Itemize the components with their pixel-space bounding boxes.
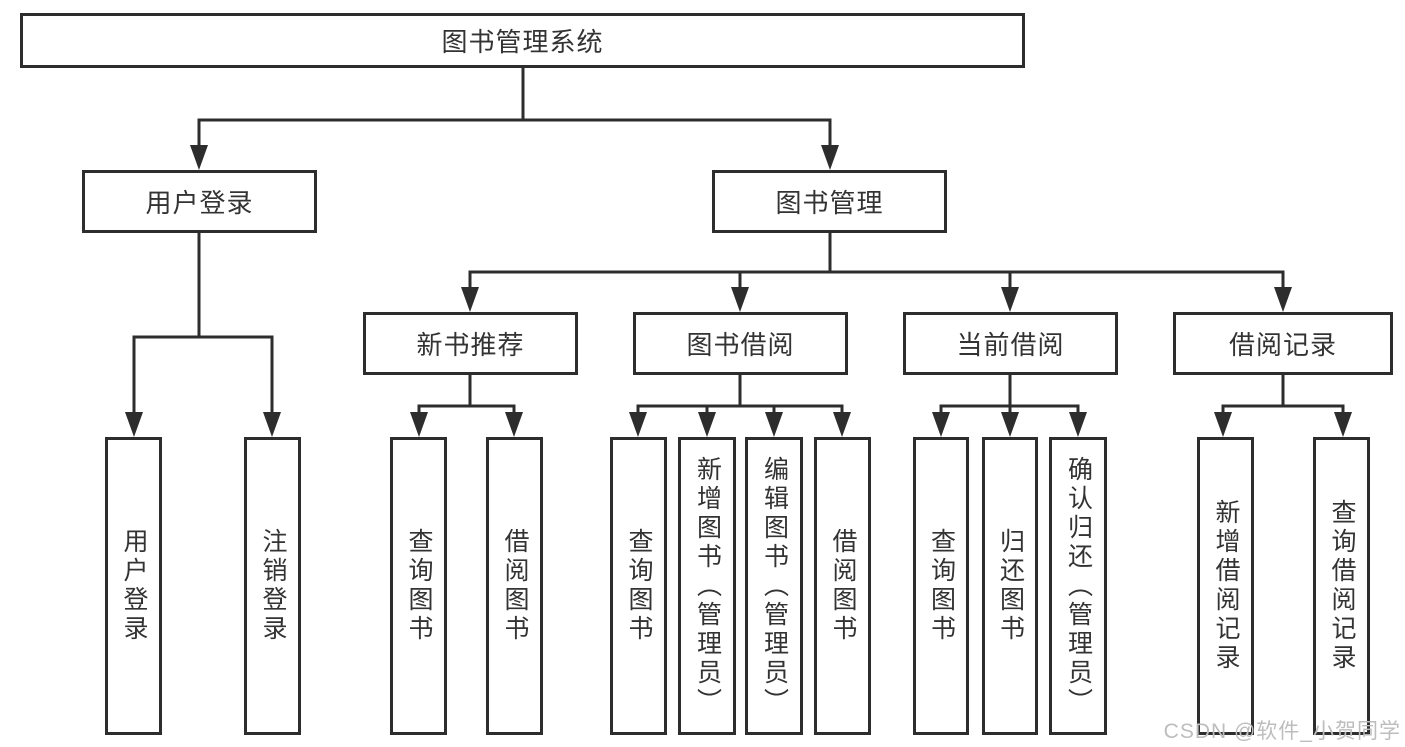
node-library-system: 图书管理系统	[20, 13, 1025, 68]
node-book-management-label: 图书管理	[775, 188, 884, 218]
node-current-borrowing: 当前借阅	[903, 312, 1118, 375]
node-new-book-recommend: 新书推荐	[363, 312, 578, 375]
leaf-borrow-book-recommend: 借阅图书	[486, 437, 543, 735]
node-new-book-recommend-label: 新书推荐	[416, 330, 525, 360]
node-book-borrowing: 图书借阅	[633, 312, 848, 375]
leaf-return-book: 归还图书	[982, 437, 1038, 735]
leaf-edit-book-admin: 编辑图书（管理员）	[745, 437, 803, 735]
node-borrow-records: 借阅记录	[1173, 312, 1393, 375]
leaf-query-books-current-label: 查询图书	[927, 528, 956, 644]
leaf-logout: 注销登录	[244, 437, 301, 735]
leaf-borrow-book-recommend-label: 借阅图书	[501, 528, 529, 644]
leaf-query-borrow-record: 查询借阅记录	[1313, 437, 1370, 735]
leaf-return-book-label: 归还图书	[996, 528, 1025, 644]
leaf-confirm-return-admin: 确认归还（管理员）	[1049, 437, 1107, 735]
leaf-user-login-label: 用户登录	[120, 528, 148, 644]
leaf-query-books-borrow: 查询图书	[610, 437, 667, 735]
leaf-query-books-current: 查询图书	[913, 437, 969, 735]
leaf-query-books-borrow-label: 查询图书	[625, 528, 653, 644]
node-user-login-label: 用户登录	[145, 188, 254, 218]
leaf-add-borrow-record-label: 新增借阅记录	[1212, 499, 1240, 673]
leaf-confirm-return-admin-label: 确认归还（管理员）	[1064, 455, 1093, 717]
leaf-logout-label: 注销登录	[259, 528, 287, 644]
leaf-add-book-admin: 新增图书（管理员）	[678, 437, 736, 735]
node-book-borrowing-label: 图书借阅	[686, 330, 795, 360]
leaf-borrow-book: 借阅图书	[814, 437, 871, 735]
leaf-query-books-recommend-label: 查询图书	[405, 528, 433, 644]
leaf-edit-book-admin-label: 编辑图书（管理员）	[760, 455, 789, 717]
node-user-login: 用户登录	[82, 170, 317, 233]
node-borrow-records-label: 借阅记录	[1228, 330, 1337, 360]
node-current-borrowing-label: 当前借阅	[956, 330, 1065, 360]
leaf-add-book-admin-label: 新增图书（管理员）	[693, 455, 722, 717]
leaf-query-borrow-record-label: 查询借阅记录	[1328, 499, 1356, 673]
leaf-borrow-book-label: 借阅图书	[829, 528, 857, 644]
node-book-management: 图书管理	[712, 170, 947, 233]
leaf-user-login: 用户登录	[105, 437, 162, 735]
connectors	[125, 68, 1352, 437]
leaf-add-borrow-record: 新增借阅记录	[1197, 437, 1254, 735]
node-library-system-label: 图书管理系统	[441, 27, 604, 57]
csdn-watermark: CSDN @软件_小贺同学	[1163, 720, 1401, 743]
leaf-query-books-recommend: 查询图书	[390, 437, 447, 735]
